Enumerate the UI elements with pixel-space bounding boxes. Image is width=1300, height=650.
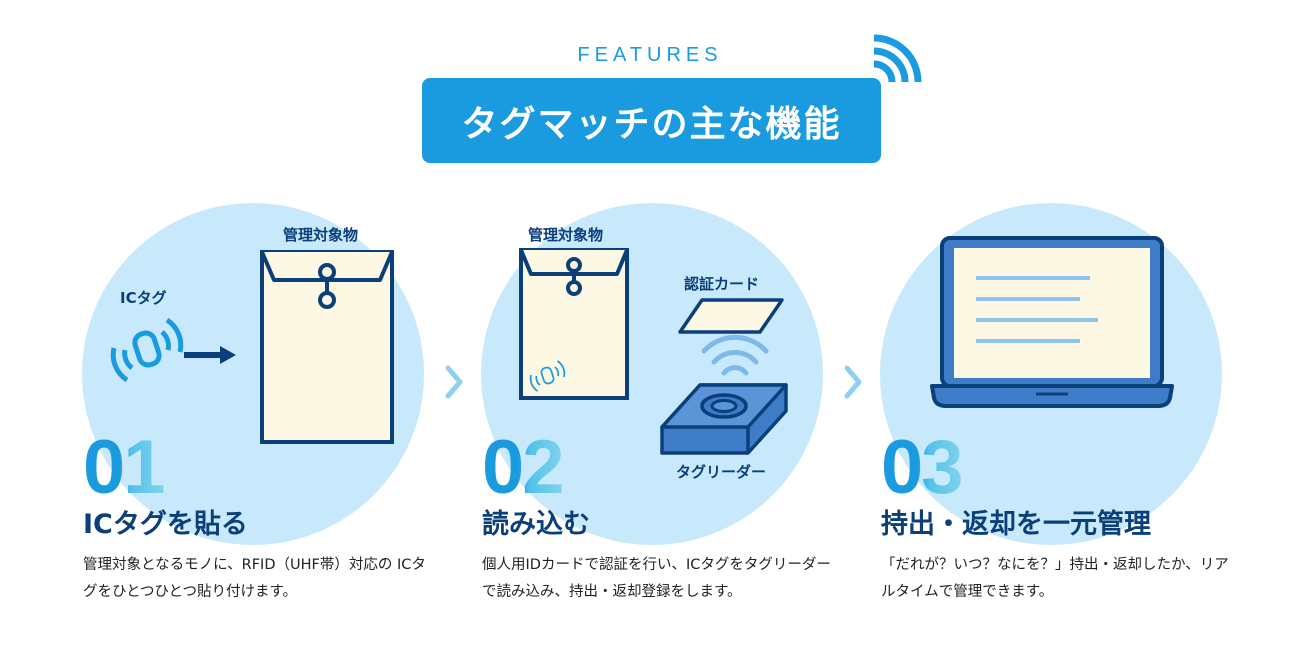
ic-tag-icon	[110, 317, 184, 383]
step-description: 個人用IDカードで認証を行い、ICタグをタグリーダーで読み込み、持出・返却登録を…	[482, 557, 831, 600]
step-number: 02	[482, 425, 565, 510]
tag-reader-icon	[660, 383, 788, 455]
step-title: ICタグを貼る	[83, 509, 248, 540]
signal-waves-icon	[701, 334, 769, 376]
envelope-icon	[519, 248, 629, 400]
tag-reader-label: タグリーダー	[676, 463, 767, 481]
laptop-icon	[930, 236, 1174, 408]
chevron-right-icon	[844, 365, 862, 399]
managed-object-label: 管理対象物	[283, 226, 359, 244]
step-number: 03	[881, 425, 964, 510]
section-title-banner: タグマッチの主な機能	[422, 78, 881, 163]
wifi-signal-icon	[873, 34, 922, 83]
auth-card-label: 認証カード	[684, 275, 760, 293]
step-description: 管理対象となるモノに、RFID（UHF帯）対応の ICタグをひとつひとつ貼り付け…	[83, 557, 426, 600]
step-description: 「だれが？いつ？なにを？」持出・返却したか、リアルタイムで管理できます。	[881, 557, 1229, 600]
step-title: 持出・返却を一元管理	[881, 509, 1151, 540]
envelope-icon	[260, 250, 394, 444]
ic-tag-label: ICタグ	[120, 289, 167, 307]
step-number: 01	[83, 425, 166, 510]
id-card-icon	[678, 298, 784, 334]
section-title: タグマッチの主な機能	[461, 103, 842, 145]
chevron-right-icon	[445, 365, 463, 399]
section-eyebrow: FEATURES	[577, 44, 723, 66]
managed-object-label: 管理対象物	[528, 226, 604, 244]
step-title: 読み込む	[482, 509, 590, 540]
arrow-right-icon	[184, 346, 236, 364]
